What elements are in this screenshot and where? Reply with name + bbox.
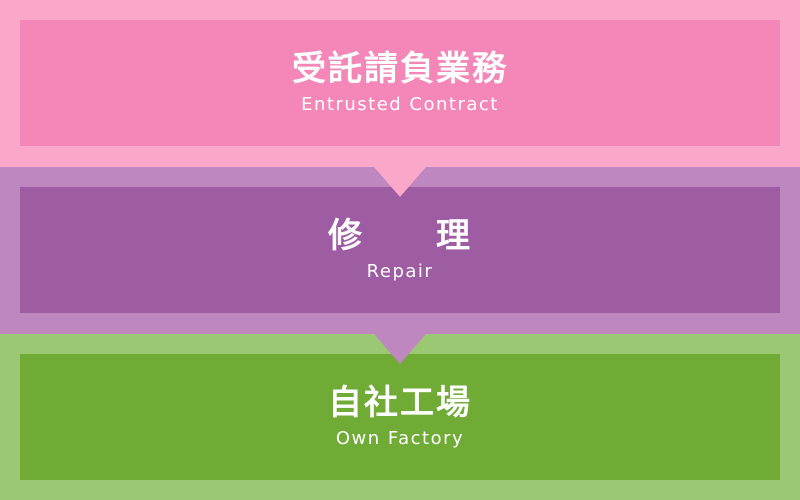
- step-title-ja: 自社工場: [328, 383, 472, 423]
- down-arrow-icon: [374, 167, 426, 197]
- step-title-en: Entrusted Contract: [301, 94, 499, 115]
- step-panel-entrusted-contract: 受託請負業務 Entrusted Contract: [20, 20, 780, 146]
- step-title-en: Own Factory: [335, 428, 465, 449]
- step-title-en: Repair: [366, 261, 434, 282]
- step-panel-repair: 修 理 Repair: [20, 187, 780, 313]
- step-band-entrusted-contract: 受託請負業務 Entrusted Contract: [0, 0, 800, 167]
- step-title-ja: 修 理: [328, 216, 472, 256]
- step-title-ja: 受託請負業務: [292, 49, 508, 89]
- step-panel-own-factory: 自社工場 Own Factory: [20, 354, 780, 480]
- down-arrow-icon: [374, 334, 426, 364]
